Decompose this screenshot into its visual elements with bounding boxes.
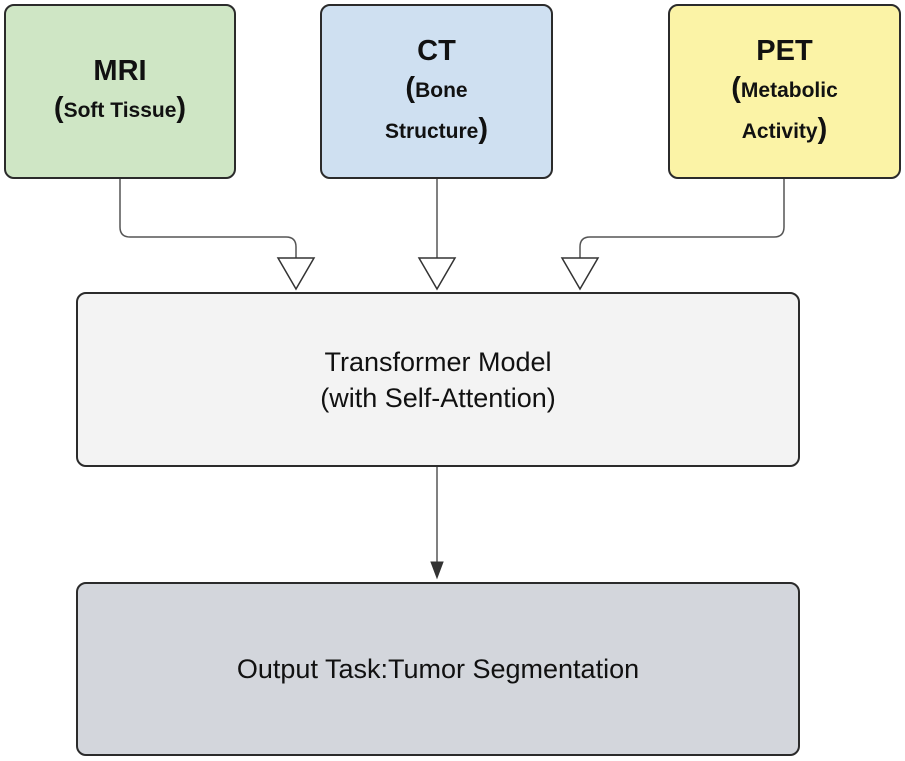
mri-subtitle: (Soft Tissue): [54, 89, 186, 130]
arrowhead-pet: [560, 257, 600, 291]
mri-subtitle-line-1: Soft Tissue: [63, 99, 177, 122]
connector-mri-transformer: [119, 179, 297, 258]
transformer-model-box: Transformer Model (with Self-Attention): [76, 292, 800, 467]
ct-open-paren: (: [405, 71, 416, 104]
pet-subtitle-line-2: Activity: [741, 119, 818, 143]
connector-pet-transformer: [579, 179, 785, 258]
ct-subtitle-line-1: Bone: [415, 78, 468, 102]
pet-subtitle-line-1: Metabolic: [740, 78, 838, 102]
pet-box: PET (Metabolic Activity): [668, 4, 901, 179]
pet-title: PET: [756, 34, 813, 67]
transformer-line-2: (with Self-Attention): [320, 382, 556, 413]
ct-subtitle-line-2: Structure: [384, 119, 479, 143]
pet-subtitle: (Metabolic Activity): [731, 69, 838, 151]
output-label: Output Task:Tumor Segmentation: [236, 654, 640, 684]
ct-title: CT: [417, 34, 456, 67]
ct-close-paren: ): [478, 112, 489, 145]
ct-box: CT (Bone Structure): [320, 4, 553, 179]
mri-close-paren: ): [176, 92, 187, 124]
arrowhead-output: [430, 561, 444, 580]
mri-title: MRI: [93, 55, 147, 87]
arrowhead-ct: [417, 257, 457, 291]
ct-subtitle: (Bone Structure): [385, 69, 488, 151]
output-task-box: Output Task:Tumor Segmentation: [76, 582, 800, 756]
pet-open-paren: (: [731, 71, 741, 104]
arrowhead-mri: [276, 257, 316, 291]
pet-close-paren: ): [817, 112, 828, 145]
transformer-line-1: Transformer Model: [324, 346, 552, 377]
mri-open-paren: (: [53, 92, 64, 124]
mri-box: MRI (Soft Tissue): [4, 4, 236, 179]
